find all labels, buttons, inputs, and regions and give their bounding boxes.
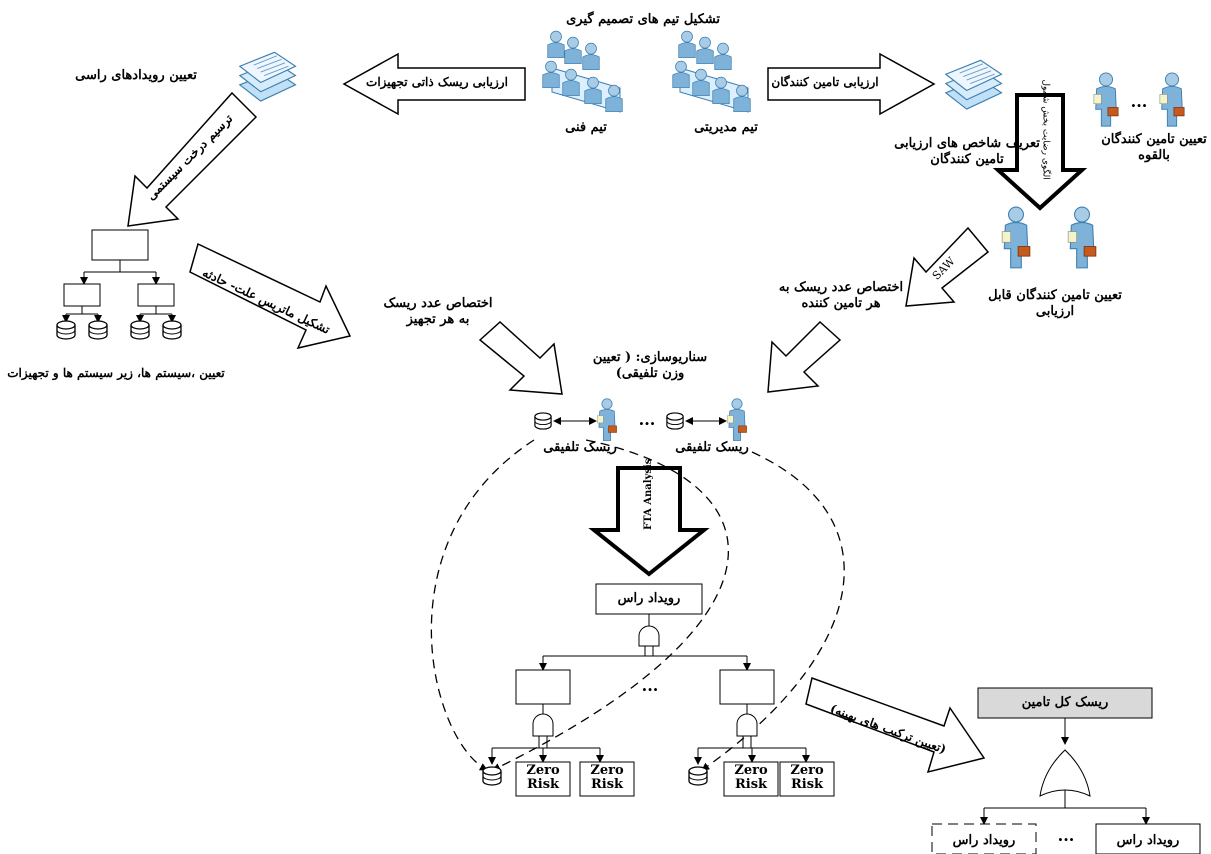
fta-db-icon [688, 766, 708, 786]
arrow-eq-risk [342, 52, 526, 116]
combined-person-icon [727, 398, 747, 441]
top-events-label: تعیین رویدادهای راسی [75, 68, 197, 83]
eq-risk-label: ارزیابی ریسک ذاتی تجهیزات [366, 75, 508, 89]
mgmt-team-label: تیم مدیریتی [694, 120, 758, 135]
top-event-box-label: رویداد راس [617, 591, 681, 606]
assessable-label: تعیین تامین کنندگان قابل ارزیابی [988, 288, 1122, 320]
alloc-sup-label: اختصاص عدد ریسک به هر تامین کننده [778, 280, 904, 312]
arrow-alloc-eq [478, 320, 563, 395]
combined-db-icon [666, 412, 684, 430]
equipment-db-icon [130, 320, 150, 340]
supplier-person-icon [1093, 72, 1119, 127]
equipment-db-icon [162, 320, 182, 340]
combined-risk-label-left: ریسک تلفیقی [543, 440, 617, 455]
arrow-cause-matrix [189, 242, 352, 350]
indices-label: تعریف شاخص های ارزیابی تامین کنندگان [894, 136, 1040, 168]
arrow-optimal [805, 677, 986, 774]
fta-label: FTA Analysis [642, 458, 654, 530]
supplier-person-icon [1067, 206, 1097, 269]
doc-stack-right-icon [945, 59, 1003, 110]
top-event-box-label-right: رویداد راس [1116, 833, 1180, 848]
potential-label: تعیین تامین کنندگان بالقوه [1101, 132, 1207, 164]
meeting-table-mgmt [672, 30, 751, 113]
systems-label: تعیین ،سیستم ها، زیر سیستم ها و تجهیزات [7, 366, 225, 380]
combined-db-icon [534, 412, 552, 430]
supplier-person-icon [1001, 206, 1031, 269]
supplier-eval-label: ارزیابی تامین کنندگان [771, 75, 879, 89]
arrow-fault-tree [127, 91, 258, 227]
arrow-alloc-sup [767, 320, 842, 393]
ellipsis-bottom: ... [1057, 826, 1075, 845]
alloc-eq-label: اختصاص عدد ریسک به هر تجهیز [383, 296, 493, 328]
arrow-saw [905, 226, 990, 307]
doc-stack-left-icon [239, 51, 297, 102]
total-risk-label: ریسک کل تامین [1021, 695, 1109, 710]
equipment-db-icon [56, 320, 76, 340]
arrow-satisfaction [992, 93, 1088, 211]
total-risk-tree [931, 687, 1201, 854]
supplier-person-icon [1159, 72, 1185, 127]
dashed-link-right [701, 451, 845, 771]
fta-tree [488, 583, 835, 797]
team-title: تشکیل تیم های تصمیم گیری [566, 12, 720, 27]
combined-person-icon [597, 398, 617, 441]
meeting-table-tech [542, 30, 623, 113]
combined-risk-label-right: ریسک تلفیقی [675, 440, 749, 455]
tech-team-label: تیم فنی [565, 120, 607, 135]
fta-db-icon [482, 766, 502, 786]
ellipsis-suppliers: ... [1130, 92, 1148, 111]
arrow-supplier-eval [767, 52, 936, 116]
ellipsis-combined: ... [638, 410, 656, 429]
dashed-link-middle [492, 439, 729, 771]
equipment-db-icon [88, 320, 108, 340]
arrow-fta [588, 466, 710, 577]
ellipsis-fta: ... [641, 676, 659, 695]
top-event-dashed-label: رویداد راس [952, 833, 1016, 848]
system-tree [62, 229, 176, 323]
scenario-label: سناریوسازی: ( تعیین وزن تلفیقی) [592, 350, 708, 382]
dashed-link-left [430, 439, 535, 771]
satisfaction-label: الگوی رضایت بخش شمول [1040, 79, 1051, 180]
